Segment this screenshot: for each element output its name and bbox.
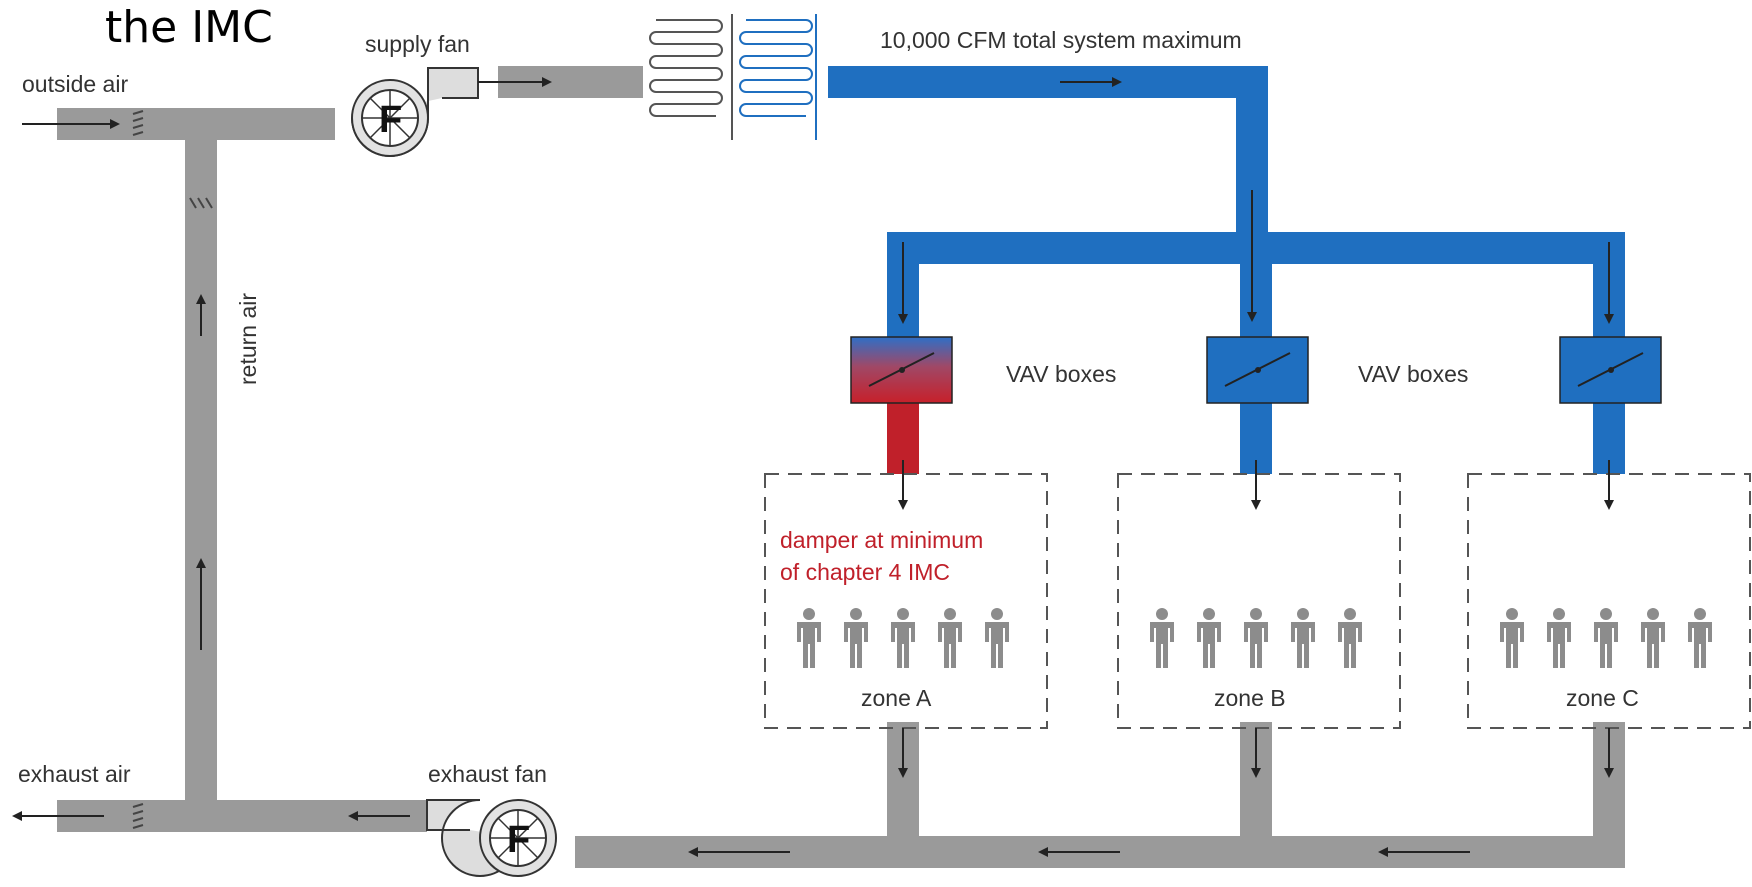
person-icon xyxy=(985,608,1009,668)
zone-c-label: zone C xyxy=(1566,685,1639,711)
grille-icon xyxy=(132,110,213,829)
vav-boxes-label-1: VAV boxes xyxy=(1006,361,1116,387)
occupants xyxy=(797,608,1712,668)
person-icon xyxy=(1244,608,1268,668)
person-icon xyxy=(1594,608,1618,668)
title-fragment: the IMC xyxy=(105,2,273,53)
exhaust-fan-letter: F xyxy=(507,819,530,861)
vav-box-c xyxy=(1559,336,1662,404)
person-icon xyxy=(1547,608,1571,668)
person-icon xyxy=(1500,608,1524,668)
person-icon xyxy=(938,608,962,668)
return-duct-system xyxy=(57,66,1625,868)
cooling-coil-icon xyxy=(739,14,817,140)
system-max-label: 10,000 CFM total system maximum xyxy=(880,27,1242,53)
person-icon xyxy=(1150,608,1174,668)
person-icon xyxy=(1338,608,1362,668)
supply-duct-system xyxy=(828,66,1625,474)
vav-box-b xyxy=(1206,336,1309,404)
airflow-arrows xyxy=(12,77,1614,857)
zone-b-box xyxy=(1117,473,1401,729)
person-icon xyxy=(891,608,915,668)
branch-b-duct xyxy=(1240,232,1272,342)
heating-coil-icon xyxy=(649,14,733,140)
vav-boxes-label-2: VAV boxes xyxy=(1358,361,1468,387)
exhaust-fan-icon: F xyxy=(426,799,557,877)
supply-fan-letter: F xyxy=(379,99,402,141)
damper-note-line2: of chapter 4 IMC xyxy=(780,559,950,585)
return-air-label: return air xyxy=(235,293,261,385)
exhaust-air-label: exhaust air xyxy=(18,761,131,787)
person-icon xyxy=(1197,608,1221,668)
outside-air-label: outside air xyxy=(22,71,128,97)
person-icon xyxy=(1641,608,1665,668)
zone-a-label: zone A xyxy=(861,685,932,711)
exhaust-fan-label: exhaust fan xyxy=(428,761,547,787)
return-air-duct xyxy=(185,108,217,808)
zone-a-box xyxy=(764,473,1048,729)
person-icon xyxy=(1291,608,1315,668)
vav-box-a xyxy=(850,336,953,404)
damper-note-line1: damper at minimum xyxy=(780,527,983,553)
person-icon xyxy=(797,608,821,668)
supply-main-duct xyxy=(828,66,1268,98)
person-icon xyxy=(1688,608,1712,668)
person-icon xyxy=(844,608,868,668)
supply-fan-icon: F xyxy=(351,67,479,157)
supply-fan-label: supply fan xyxy=(365,31,470,57)
zone-b-label: zone B xyxy=(1214,685,1286,711)
